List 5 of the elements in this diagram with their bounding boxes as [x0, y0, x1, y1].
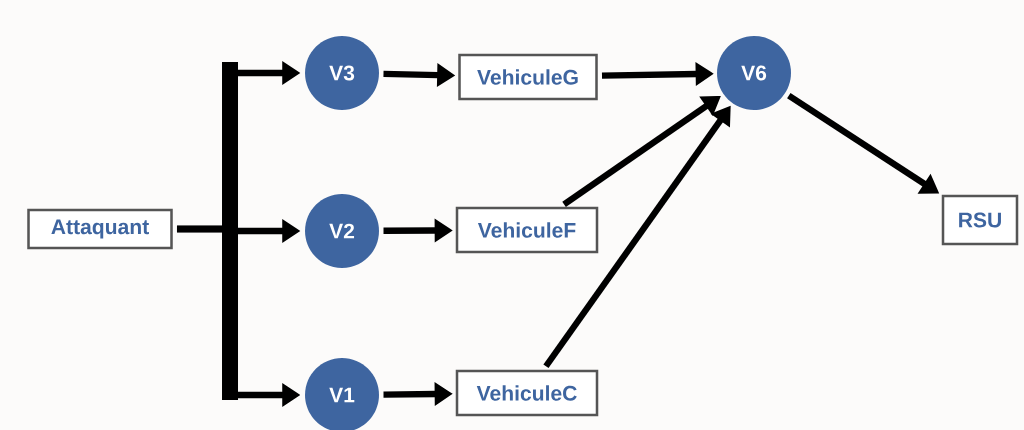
label-box: VehiculeF — [455, 206, 599, 254]
label-box: Attaquant — [27, 208, 173, 250]
label-box: VehiculeG — [458, 53, 598, 101]
label-box: VehiculeC — [455, 369, 599, 417]
label-box: RSU — [941, 194, 1019, 246]
